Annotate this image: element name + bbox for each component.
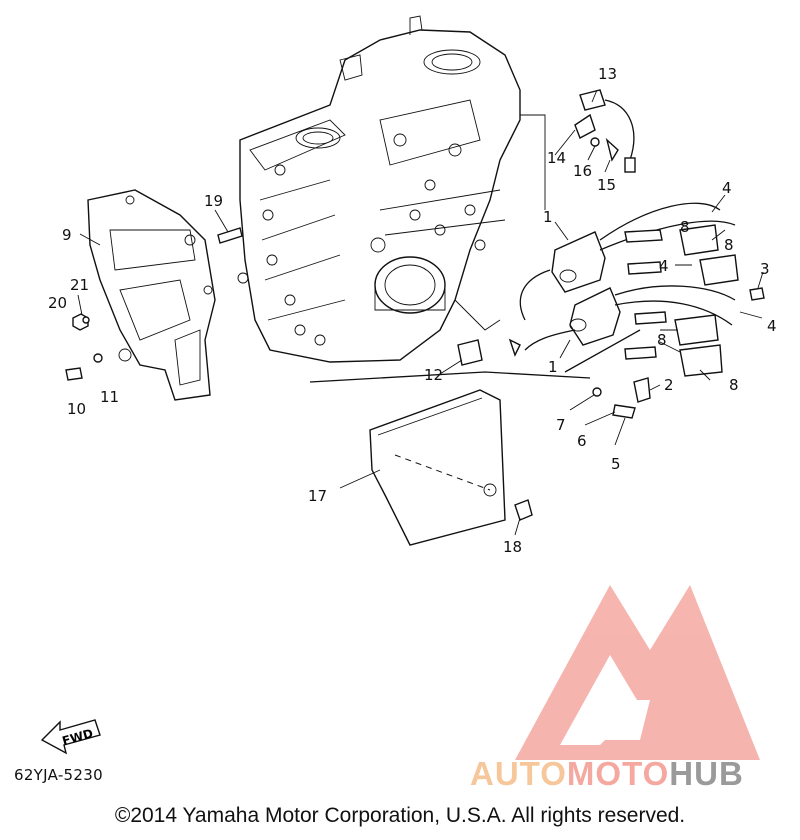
callout-4a: 4 bbox=[722, 179, 732, 197]
copyright-notice: ©2014 Yamaha Motor Corporation, U.S.A. A… bbox=[114, 804, 686, 827]
fwd-arrow: FWD bbox=[40, 719, 101, 755]
watermark-text: AUTOMOTOHUB bbox=[470, 755, 744, 793]
diagram-code: 62YJA-5230 bbox=[14, 766, 103, 784]
bracket-part bbox=[87, 189, 216, 401]
callout-4c: 4 bbox=[767, 317, 777, 335]
callout-19: 19 bbox=[204, 192, 223, 210]
callout-11: 11 bbox=[100, 388, 119, 406]
callout-labels: 1 1 2 3 4 4 4 5 6 7 8 8 8 8 9 10 11 12 1… bbox=[48, 65, 777, 556]
callout-14: 14 bbox=[547, 149, 566, 167]
callout-17: 17 bbox=[308, 487, 327, 505]
callout-6: 6 bbox=[577, 432, 587, 450]
callout-4b: 4 bbox=[659, 257, 669, 275]
cover-part bbox=[369, 389, 506, 546]
callout-7: 7 bbox=[556, 416, 566, 434]
callout-1a: 1 bbox=[543, 208, 553, 226]
callout-13: 13 bbox=[598, 65, 617, 83]
callout-12: 12 bbox=[424, 366, 443, 384]
ignition-coils bbox=[519, 202, 736, 351]
callout-10: 10 bbox=[67, 400, 86, 418]
watermark-logo bbox=[515, 585, 760, 760]
callout-8a: 8 bbox=[680, 218, 690, 236]
watermark-moto: MOTO bbox=[566, 755, 670, 792]
callout-1b: 1 bbox=[548, 358, 558, 376]
callout-2: 2 bbox=[664, 376, 674, 394]
callout-15: 15 bbox=[597, 176, 616, 194]
leader-lines bbox=[77, 89, 764, 536]
callout-21: 21 bbox=[70, 276, 89, 294]
callout-8b: 8 bbox=[724, 236, 734, 254]
spark-plugs bbox=[624, 229, 667, 360]
callout-8d: 8 bbox=[729, 376, 739, 394]
plug-caps bbox=[674, 224, 739, 377]
callout-9: 9 bbox=[62, 226, 72, 244]
callout-5: 5 bbox=[611, 455, 621, 473]
callout-18: 18 bbox=[503, 538, 522, 556]
callout-20: 20 bbox=[48, 294, 67, 312]
small-parts bbox=[65, 89, 765, 521]
engine-block bbox=[237, 15, 521, 363]
callout-3: 3 bbox=[760, 260, 770, 278]
watermark-auto: AUTO bbox=[470, 755, 567, 792]
watermark-hub: HUB bbox=[669, 755, 744, 792]
callout-8c: 8 bbox=[657, 331, 667, 349]
callout-16: 16 bbox=[573, 162, 592, 180]
